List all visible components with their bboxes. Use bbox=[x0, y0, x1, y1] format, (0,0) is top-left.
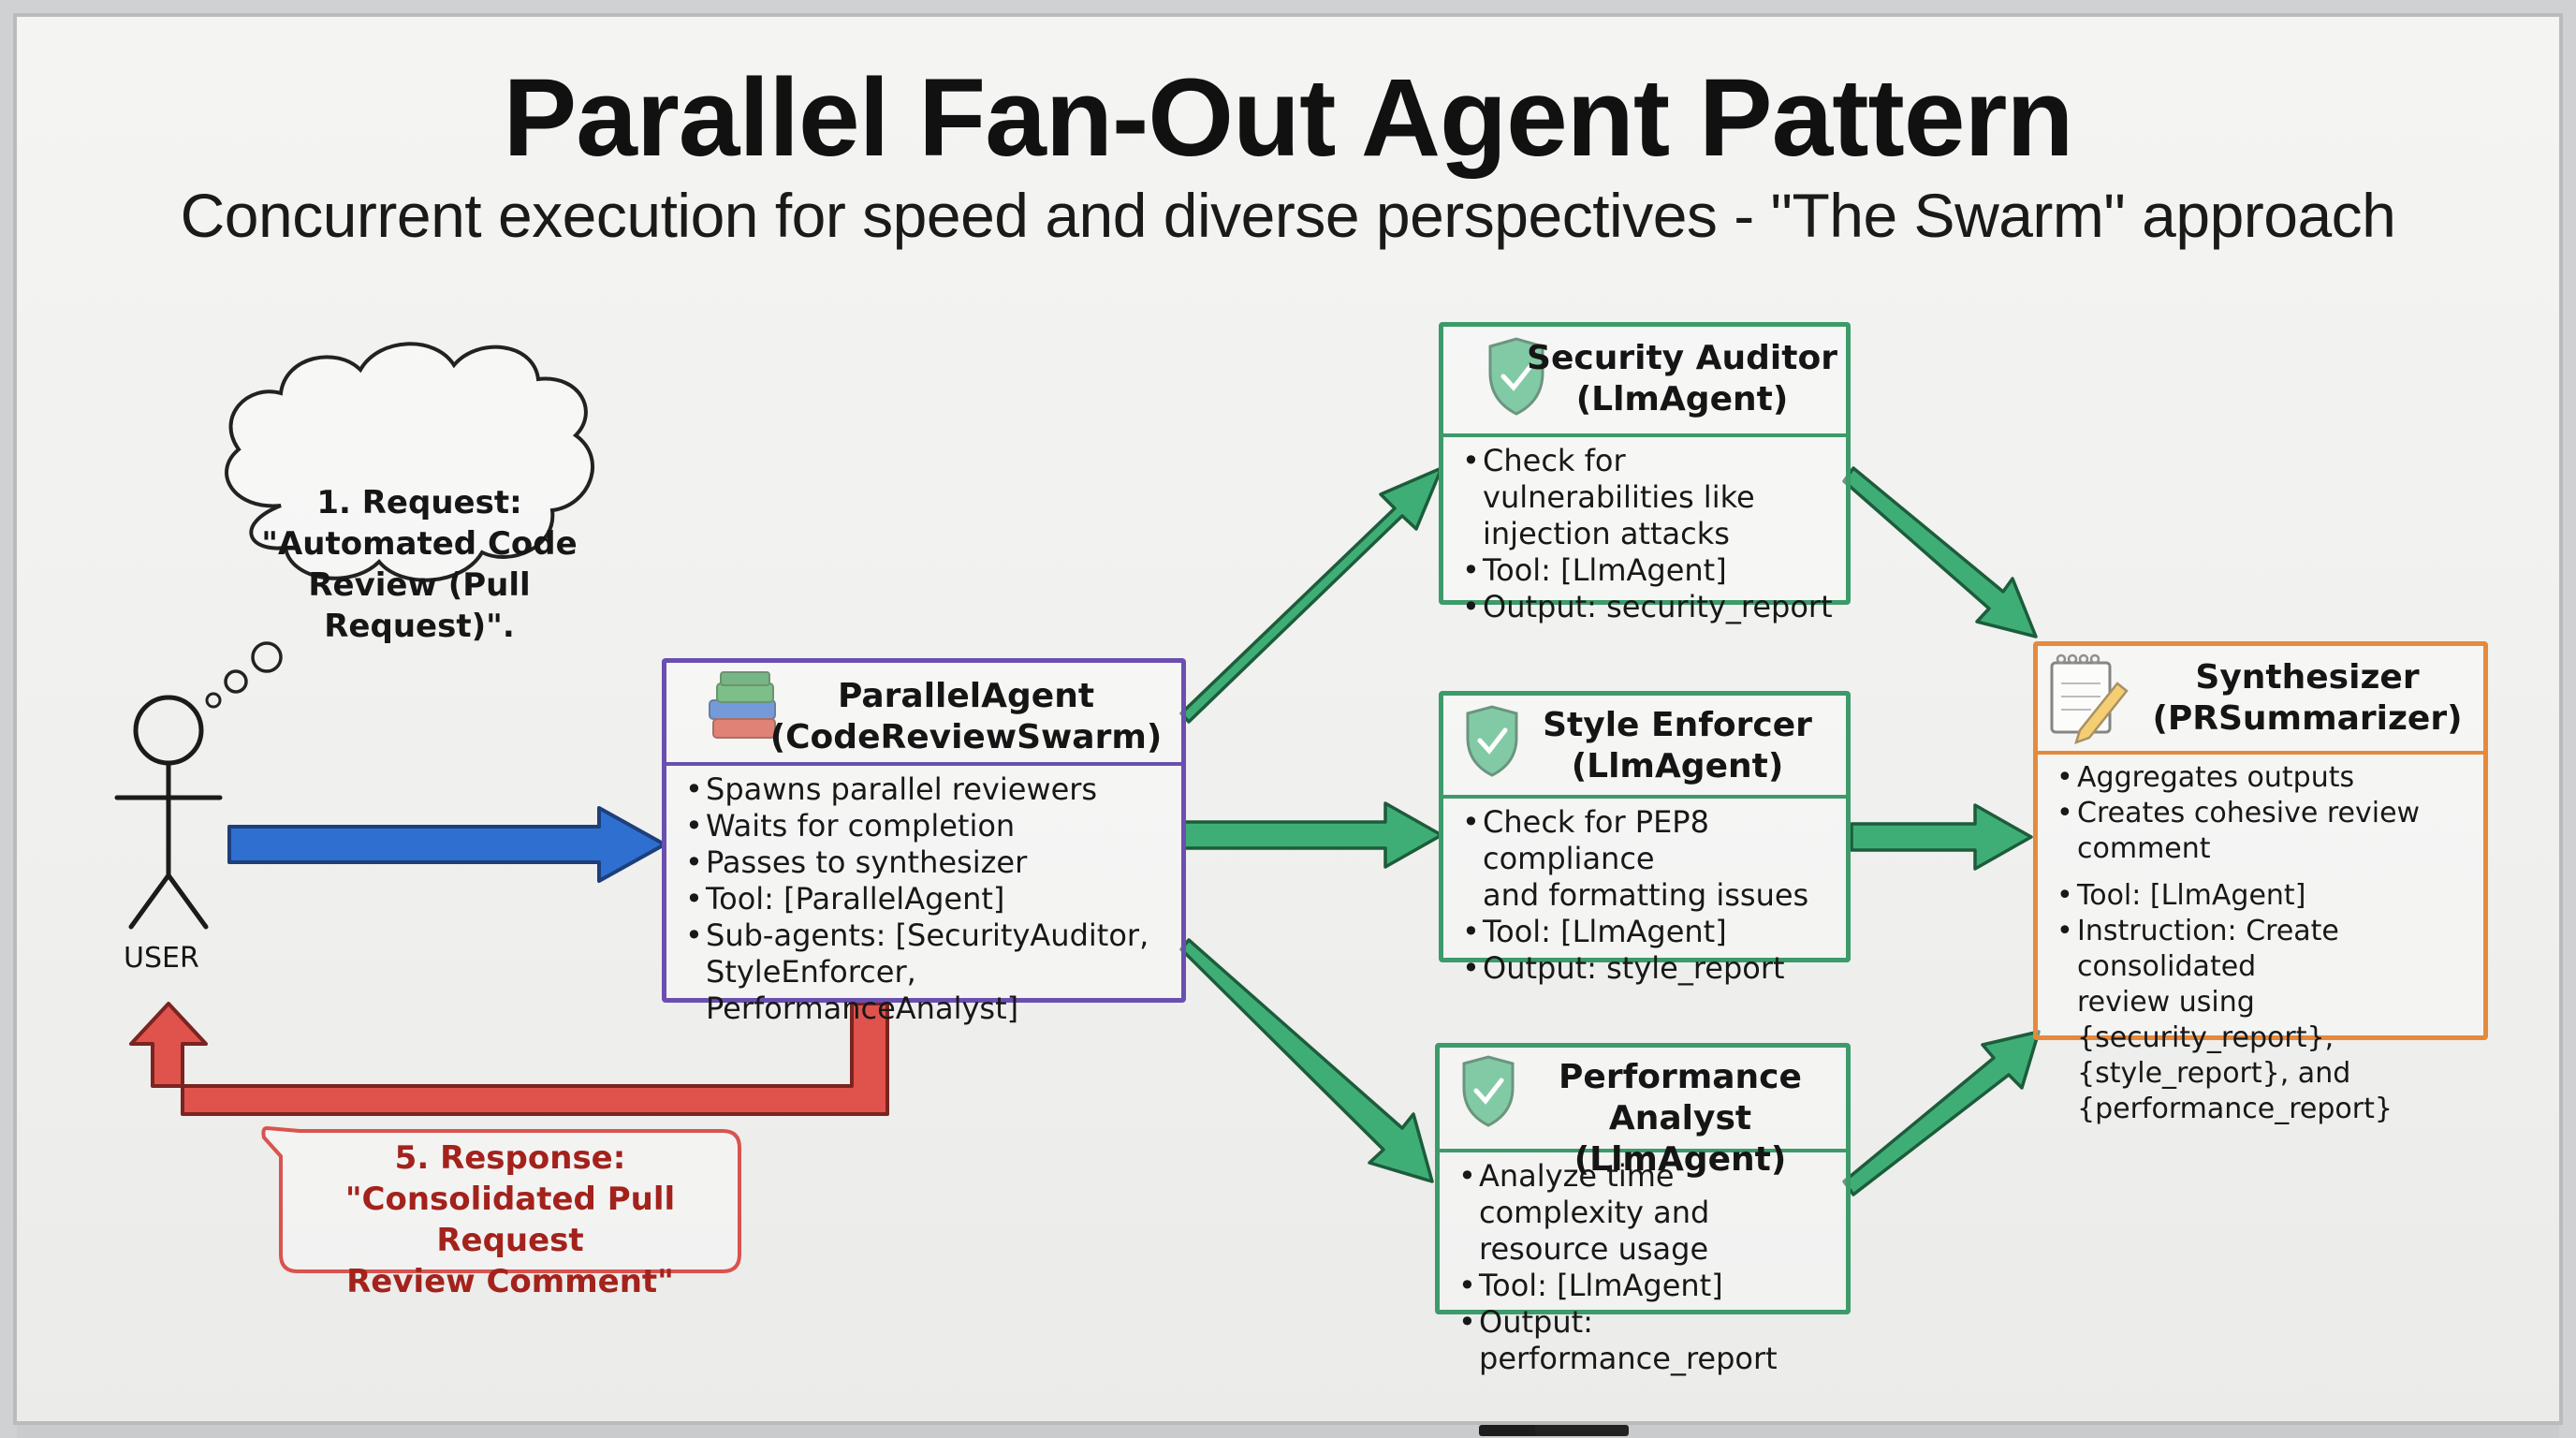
list-item: Output: performance_report bbox=[1456, 1304, 1837, 1377]
parallel-agent-header: ParallelAgent (CodeReviewSwarm) bbox=[666, 663, 1181, 766]
response-bubble-text: 5. Response: "Consolidated Pull Request … bbox=[281, 1137, 739, 1302]
request-text-line2: Review (Pull Request)". bbox=[308, 566, 531, 645]
arrow-parallel-to-security bbox=[1179, 466, 1443, 724]
security-auditor-subtitle: (LlmAgent) bbox=[1575, 380, 1789, 418]
page-subtitle: Concurrent execution for speed and diver… bbox=[180, 181, 2396, 250]
shield-check-icon bbox=[1466, 705, 1518, 777]
response-bubble bbox=[261, 1126, 741, 1273]
style-enforcer-box[interactable]: Style Enforcer (LlmAgent) Check for PEP8… bbox=[1439, 691, 1851, 987]
list-item: Analyze time complexity and bbox=[1456, 1158, 1837, 1231]
arrow-security-to-synth bbox=[1842, 466, 2038, 638]
user-stick-figure bbox=[114, 695, 223, 930]
list-item: Check for vulnerabilities like bbox=[1460, 443, 1837, 516]
list-item-text: review using {security_report}, bbox=[2077, 986, 2334, 1054]
list-item: Output: style_report bbox=[1460, 950, 1837, 987]
synthesizer-subtitle: (PRSummarizer) bbox=[2152, 699, 2463, 738]
list-item: Aggregates outputs bbox=[2055, 760, 2474, 796]
response-label: 5. Response: bbox=[394, 1139, 626, 1177]
list-item-text: {performance_report} bbox=[2077, 1093, 2393, 1125]
thought-dot-large bbox=[251, 641, 283, 673]
performance-analyst-title: Performance Analyst bbox=[1559, 1058, 1802, 1137]
list-item: Sub-agents: [SecurityAuditor, bbox=[683, 917, 1172, 954]
security-auditor-list: Check for vulnerabilities like injection… bbox=[1460, 443, 1837, 625]
synthesizer-list: Aggregates outputs Creates cohesive revi… bbox=[2055, 760, 2474, 1127]
list-item: Tool: [LlmAgent] bbox=[1460, 914, 1837, 950]
notepad-pencil-icon bbox=[2050, 653, 2129, 745]
style-enforcer-subtitle: (LlmAgent) bbox=[1571, 747, 1784, 785]
arrow-style-to-synth bbox=[1850, 803, 2033, 871]
parallel-agent-list: Spawns parallel reviewers Waits for comp… bbox=[683, 771, 1172, 1027]
page-title: Parallel Fan-Out Agent Pattern bbox=[503, 56, 2074, 180]
security-auditor-title: Security Auditor bbox=[1527, 339, 1837, 377]
response-arrow bbox=[129, 1002, 889, 1116]
marker[interactable] bbox=[1535, 1425, 1629, 1436]
arrow-parallel-to-style bbox=[1182, 801, 1443, 869]
list-item-continuation: StyleEnforcer, PerformanceAnalyst] bbox=[683, 954, 1172, 1027]
list-item-continuation: resource usage bbox=[1456, 1231, 1837, 1268]
list-item: Waits for completion bbox=[683, 808, 1172, 844]
security-auditor-box[interactable]: Security Auditor (LlmAgent) Check for vu… bbox=[1439, 322, 1851, 625]
list-item-text: {style_report}, and bbox=[2077, 1057, 2351, 1090]
list-item: Tool: [ParallelAgent] bbox=[683, 881, 1172, 917]
list-item-text: resource usage bbox=[1479, 1231, 1709, 1267]
security-auditor-header: Security Auditor (LlmAgent) bbox=[1443, 327, 1846, 437]
style-enforcer-title: Style Enforcer bbox=[1543, 706, 1812, 744]
list-item-text: and formatting issues bbox=[1483, 877, 1809, 913]
list-item: Output: security_report bbox=[1460, 589, 1837, 625]
shield-check-icon bbox=[1462, 1055, 1515, 1127]
style-enforcer-list: Check for PEP8 compliance and formatting… bbox=[1460, 804, 1837, 987]
list-item: Tool: [LlmAgent] bbox=[2055, 878, 2474, 914]
parallel-agent-subtitle: (CodeReviewSwarm) bbox=[769, 718, 1163, 756]
list-item-continuation: review using {security_report}, bbox=[2055, 985, 2474, 1056]
fanout-arrows bbox=[1179, 466, 2041, 1196]
thought-dot-small bbox=[205, 692, 222, 709]
list-item: Tool: [LlmAgent] bbox=[1456, 1268, 1837, 1304]
request-arrow bbox=[227, 806, 666, 883]
list-item: Instruction: Create consolidated bbox=[2055, 914, 2474, 985]
performance-analyst-list: Analyze time complexity and resource usa… bbox=[1456, 1158, 1837, 1377]
list-item-continuation: and formatting issues bbox=[1460, 877, 1837, 914]
parallel-agent-title: ParallelAgent bbox=[837, 677, 1095, 715]
request-label: 1. Request: bbox=[316, 484, 522, 521]
request-text-line1: "Automated Code bbox=[261, 525, 578, 563]
request-bubble-text: 1. Request: "Automated Code Review (Pull… bbox=[232, 482, 607, 647]
list-item: Spawns parallel reviewers bbox=[683, 771, 1172, 808]
synthesizer-header: Synthesizer (PRSummarizer) bbox=[2038, 646, 2483, 755]
synthesizer-box[interactable]: Synthesizer (PRSummarizer) Aggregates ou… bbox=[2033, 641, 2488, 1125]
list-item: Tool: [LlmAgent] bbox=[1460, 552, 1837, 589]
list-item-text: injection attacks bbox=[1483, 516, 1730, 551]
response-text-line2: Review Comment" bbox=[346, 1263, 674, 1300]
arrow-performance-to-synth bbox=[1842, 1030, 2041, 1196]
performance-analyst-box[interactable]: Performance Analyst (LlmAgent) Analyze t… bbox=[1435, 1043, 1851, 1376]
marker-tray bbox=[17, 1425, 2559, 1438]
user-label: USER bbox=[124, 942, 199, 975]
performance-analyst-header: Performance Analyst (LlmAgent) bbox=[1440, 1048, 1846, 1179]
response-text-line1: "Consolidated Pull Request bbox=[344, 1181, 676, 1259]
books-icon bbox=[709, 671, 776, 739]
list-item-continuation: {performance_report} bbox=[2055, 1092, 2474, 1127]
list-item-text: StyleEnforcer, PerformanceAnalyst] bbox=[706, 954, 1019, 1026]
style-enforcer-header: Style Enforcer (LlmAgent) bbox=[1443, 696, 1846, 799]
list-item-continuation: {style_report}, and bbox=[2055, 1056, 2474, 1092]
list-item-continuation: injection attacks bbox=[1460, 516, 1837, 552]
list-item: Creates cohesive review comment bbox=[2055, 796, 2474, 867]
shield-check-icon bbox=[1488, 337, 1544, 416]
list-item: Passes to synthesizer bbox=[683, 844, 1172, 881]
thought-cloud bbox=[225, 342, 594, 582]
arrow-parallel-to-performance bbox=[1179, 938, 1434, 1183]
thought-dot-medium bbox=[224, 669, 248, 694]
list-item: Check for PEP8 compliance bbox=[1460, 804, 1837, 877]
parallel-agent-box[interactable]: ParallelAgent (CodeReviewSwarm) Spawns p… bbox=[662, 658, 1186, 1026]
synthesizer-title: Synthesizer bbox=[2195, 658, 2420, 697]
